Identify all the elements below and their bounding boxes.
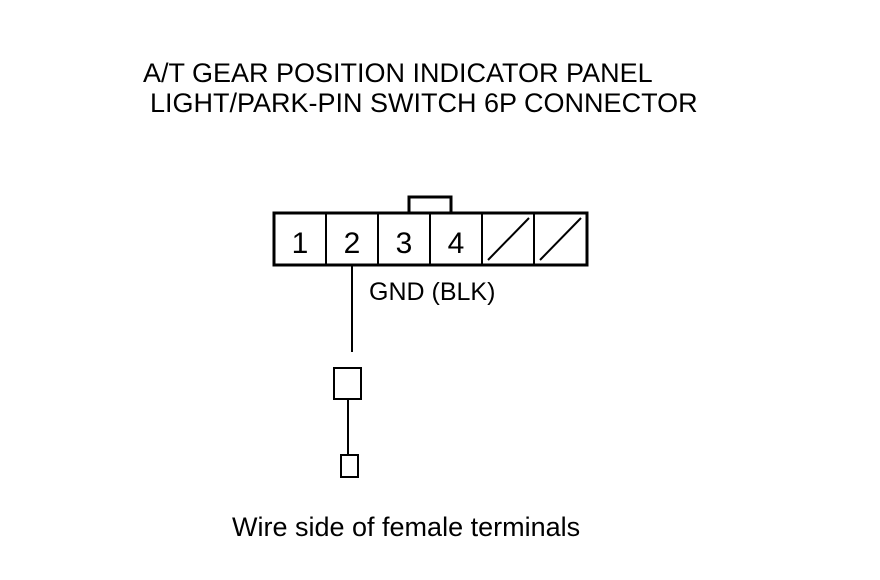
pin-3-label: 3 [396,227,413,260]
diagram-title-line-2: LIGHT/PARK-PIN SWITCH 6P CONNECTOR [150,88,698,118]
test-probe-body [333,367,362,400]
pin-1-label: 1 [292,227,309,260]
probe-tip [340,454,359,478]
connector-lock-tab [407,195,453,213]
ground-wire-label: GND (BLK) [369,278,495,306]
pin-2-label: 2 [344,227,361,260]
diagram-title-line-1: A/T GEAR POSITION INDICATOR PANEL [143,58,653,88]
pin-4-label: 4 [448,227,465,260]
diagram-caption: Wire side of female terminals [232,512,581,542]
empty-cavity-5-slash [487,217,530,261]
empty-cavity-6-slash [539,217,582,261]
